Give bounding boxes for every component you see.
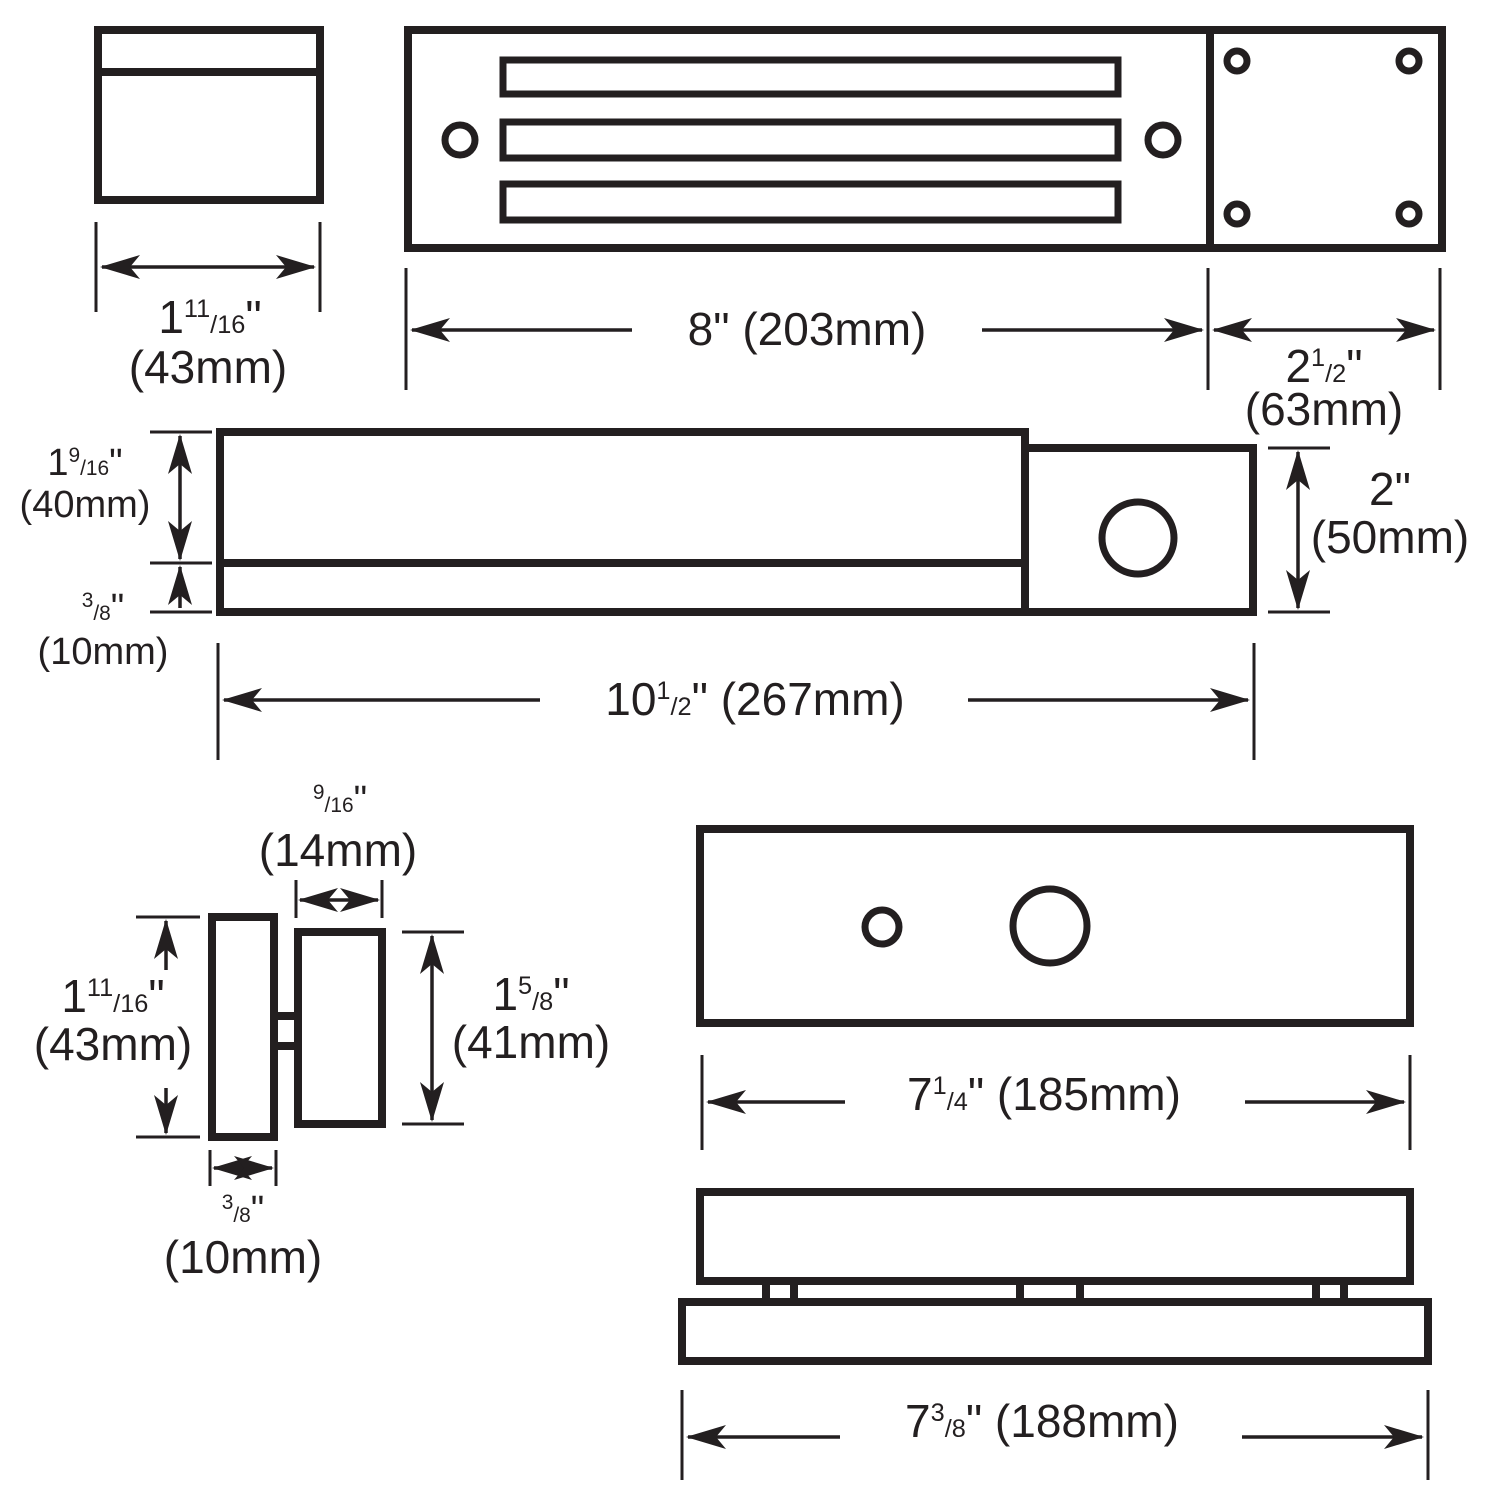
dim-gap-inch-label: 9/16" — [313, 779, 367, 821]
dim-gap — [294, 880, 384, 918]
mount-hole — [441, 121, 479, 159]
dim-magnet-length-label: 8" (203mm) — [688, 303, 927, 355]
dim-side-plate-inch-label: 3/8" — [222, 1189, 265, 1231]
dim-gap-mm-label: (14mm) — [259, 824, 417, 876]
dim-assembly-length-label: 73/8" (188mm) — [905, 1395, 1179, 1447]
dim-magnet-height-inch-label: 19/16" — [47, 442, 122, 484]
dim-plate-thickness-mm-label: (10mm) — [38, 631, 169, 673]
dim-side-plate — [208, 1150, 278, 1186]
dim-side-plate-mm-label: (10mm) — [164, 1231, 322, 1283]
bracket-hole — [1395, 47, 1423, 75]
dim-side-height-mm-label: (43mm) — [34, 1018, 192, 1070]
dim-magnet-length — [404, 268, 1442, 390]
dim-armature-height-mm-label: (41mm) — [452, 1016, 610, 1068]
cable-hole — [1098, 498, 1178, 578]
dim-armature-length-label: 71/4" (185mm) — [907, 1068, 1181, 1120]
dim-bracket-height-inch-label: 2" — [1369, 463, 1411, 515]
dim-bracket-width-mm-label: (63mm) — [1245, 383, 1403, 435]
armature-side-view — [208, 913, 386, 1141]
magnet-face-view — [404, 26, 1446, 252]
dim-bracket-height-mm-label: (50mm) — [1311, 511, 1469, 563]
magnet-side-view — [216, 428, 1257, 616]
bracket-hole — [1395, 200, 1423, 228]
center-bolt-hole — [1009, 885, 1091, 967]
dim-plate-thickness-inch-label: 3/8" — [82, 587, 125, 629]
mount-hole — [1144, 121, 1182, 159]
armature-assembly-side — [678, 1188, 1432, 1365]
bracket-hole — [1223, 47, 1251, 75]
dim-overall-length-label: 101/2" (267mm) — [605, 673, 905, 725]
armature-plate-front — [696, 825, 1414, 1027]
dim-side-height — [136, 915, 200, 1139]
dim-side-height-inch-label: 111/16" — [61, 970, 164, 1022]
dim-end-width-inch-label: 111/16" — [158, 291, 261, 343]
dim-armature-length — [700, 1055, 1412, 1150]
dim-magnet-height-mm-label: (40mm) — [20, 484, 151, 526]
dim-magnet-height — [150, 430, 212, 614]
sex-bolt-hole — [861, 906, 903, 948]
dim-bracket-width-inch-label: 21/2" — [1285, 340, 1362, 392]
dim-assembly-length — [680, 1390, 1430, 1480]
dim-end-width — [94, 222, 322, 312]
dim-armature-height-inch-label: 15/8" — [492, 968, 569, 1020]
dim-bracket-height — [1268, 446, 1330, 614]
bracket-hole — [1223, 200, 1251, 228]
dim-end-width-mm-label: (43mm) — [129, 341, 287, 393]
magnet-end-view — [94, 26, 324, 204]
dim-overall-length — [216, 643, 1256, 760]
dim-armature-height — [402, 930, 464, 1126]
